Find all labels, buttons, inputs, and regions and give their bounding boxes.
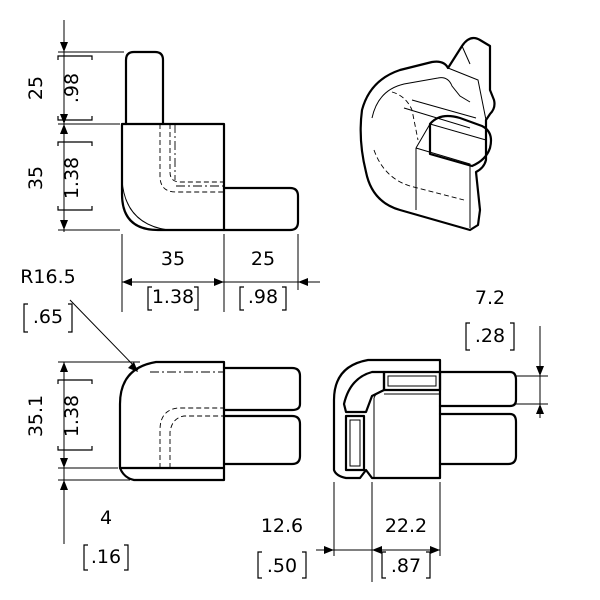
iso-top-face: [371, 77, 471, 119]
bracket-body-width: [147, 286, 199, 311]
arrow-top-3: [60, 124, 68, 134]
dim-label-slot-in: .28: [475, 325, 505, 347]
dim-label-radius-in: .65: [33, 306, 63, 328]
iso-hidden-2: [391, 91, 419, 141]
radius-arrow: [128, 362, 138, 372]
dim-label-sec-right-in: .87: [391, 555, 421, 577]
dim-label-base-offset-in: .16: [91, 546, 121, 568]
section-fillet: [373, 389, 385, 399]
dim-label-body-width-in: 1.38: [152, 286, 194, 308]
iso-slot-lines: [403, 99, 477, 129]
dim-label-front-height: 35.1: [25, 395, 47, 437]
section-view-slot-upper: [382, 370, 442, 392]
bracket-slot: [465, 322, 515, 351]
bracket-arm-width: [239, 286, 287, 311]
top-view-right-arm: [222, 186, 300, 232]
bracket-lower-height: [57, 141, 93, 211]
front-view-body: [118, 360, 226, 482]
dim-label-arm-width: 25: [251, 248, 275, 270]
top-view-hidden-channel: [159, 124, 224, 193]
arrow-sec-1: [324, 546, 334, 554]
top-view: 25 .98 35 1.38 35 1.38 25 .98: [25, 20, 320, 312]
section-view-slot-detail: [349, 375, 437, 467]
arrow-w-1: [122, 278, 132, 286]
arrow-f-3: [60, 480, 68, 490]
dim-label-lower-height: 35: [25, 166, 47, 190]
arrow-w-2: [214, 278, 224, 286]
dim-label-upper-height-in: .98: [61, 73, 83, 103]
top-view-body: [120, 122, 226, 232]
arrow-s-2: [536, 404, 544, 414]
dim-label-sec-left: 12.6: [261, 515, 303, 537]
iso-end-cap: [428, 114, 493, 168]
top-view-fillet-edge: [121, 179, 169, 231]
section-view-arm-upper: [438, 370, 518, 408]
bracket-upper-height: [57, 55, 93, 121]
arrow-top-2: [60, 114, 68, 124]
section-view-slot-left: [344, 414, 366, 472]
dim-label-upper-height: 25: [25, 76, 47, 100]
arrow-f-1: [60, 362, 68, 372]
front-view: R16.5 .65 35.1 1.38 4 .16: [20, 266, 302, 571]
isometric-view: [359, 36, 496, 232]
top-view-hidden-channel-inner: [169, 124, 224, 183]
bracket-radius: [23, 303, 73, 333]
top-view-upper-arm: [124, 50, 165, 126]
dim-label-base-offset: 4: [100, 507, 112, 529]
dim-label-front-height-in: 1.38: [61, 395, 83, 437]
arrow-s-1: [536, 366, 544, 376]
front-view-arm-upper: [222, 366, 302, 412]
iso-hidden-1: [373, 149, 465, 201]
section-view-arm-lower: [438, 412, 518, 466]
section-view: 7.2 .28 12.6 .50 22.2 .87: [257, 287, 548, 582]
iso-arm-back: [447, 45, 487, 121]
arrow-w-3: [298, 278, 308, 286]
section-view-outer: [332, 358, 442, 480]
front-view-arm-lower: [222, 414, 302, 466]
arrow-sec-3: [430, 546, 440, 554]
front-view-hidden-2: [169, 415, 224, 468]
arrow-sec-2: [372, 546, 382, 554]
bracket-base-offset: [83, 544, 129, 571]
bracket-sec-left: [257, 551, 307, 579]
arrow-top-4: [60, 220, 68, 230]
dim-label-sec-right: 22.2: [385, 515, 427, 537]
dim-label-slot: 7.2: [475, 287, 505, 309]
iso-outer-shell: [359, 36, 496, 232]
arrow-f-2: [60, 458, 68, 468]
dim-label-lower-height-in: 1.38: [61, 157, 83, 199]
dim-label-arm-width-in: .98: [248, 286, 278, 308]
bracket-sec-right: [381, 551, 431, 579]
arrow-top-1: [60, 42, 68, 52]
bracket-front-height: [57, 379, 93, 451]
dim-label-radius: R16.5: [20, 266, 76, 288]
section-view-inner-pocket: [342, 370, 386, 414]
radius-leader: [69, 299, 139, 371]
dim-label-sec-left-in: .50: [267, 555, 297, 577]
dim-label-body-width: 35: [161, 248, 185, 270]
